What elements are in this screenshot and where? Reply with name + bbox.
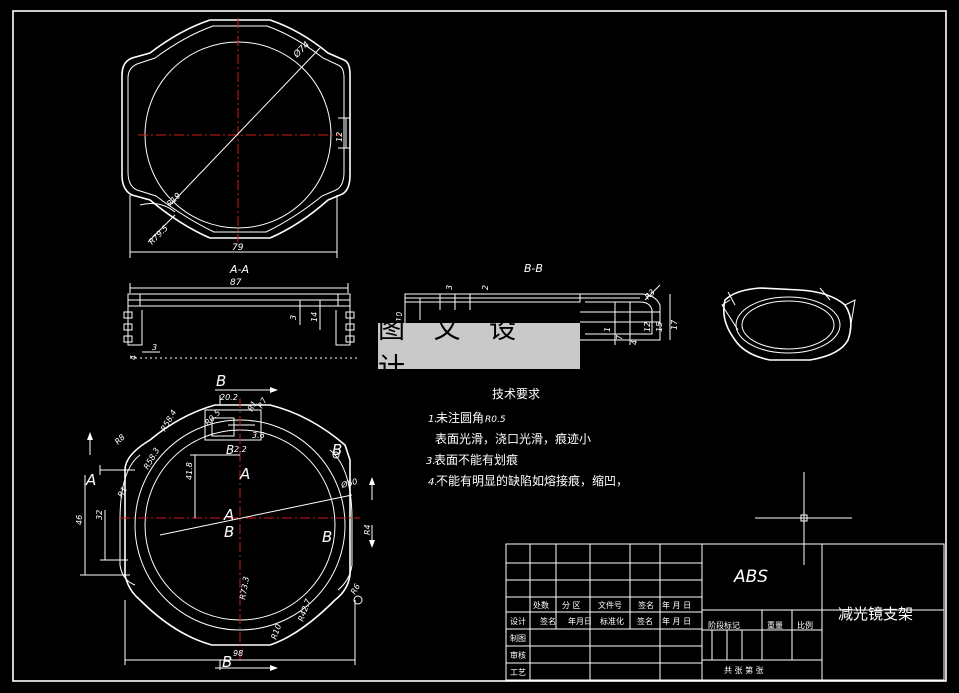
notes-title: 技术要求 — [492, 387, 540, 401]
section-a-mid-label: A — [239, 465, 250, 483]
note4-number: 4. — [428, 477, 438, 488]
part-name-label: 减光镜支架 — [838, 605, 913, 623]
bb-17-dim: 17 — [670, 319, 679, 330]
fv-46-dim: 46 — [75, 515, 84, 525]
aa-3b-dim: 3 — [152, 343, 157, 352]
bb-7-dim: 7 — [615, 334, 624, 340]
fv-o60-dim: Ø60 — [339, 476, 358, 490]
section-b-mid-label: B — [226, 443, 234, 457]
sheets-label: 共 张 第 张 — [724, 665, 764, 675]
note3-text: 表面不能有划痕 — [434, 452, 518, 467]
note1-value: R0.5 — [485, 415, 506, 425]
bb-2-dim: 2 — [481, 285, 490, 290]
section-b-bottom-label: B — [222, 653, 232, 671]
bb-4-dim: 4 — [630, 340, 639, 345]
crosshair-cursor-icon — [755, 472, 852, 565]
material-label: ABS — [733, 567, 768, 587]
technical-notes: 技术要求 1. 未注圆角 R0.5 表面光滑，浇口光滑，痕迹小 3. 表面不能有… — [426, 387, 628, 488]
bb-10-dim: 10 — [395, 312, 404, 322]
drawing-border — [12, 10, 947, 682]
front-view — [80, 387, 375, 671]
view-aa-label: A-A — [229, 263, 249, 276]
stage-mark-label: 阶段标记 — [708, 620, 740, 630]
fv-22-dim: 2.2 — [234, 445, 247, 454]
note1-number: 1. — [428, 414, 438, 425]
aa-14-dim: 14 — [310, 312, 319, 322]
row-standardize: 标准化 — [600, 616, 624, 626]
title-block: ABS 减光镜支架 处数 分 区 文件号 签名 年 月 日 设计 签名 年月日 … — [505, 543, 945, 681]
row-drawing: 制图 — [510, 633, 526, 643]
section-a-center-label: A — [223, 506, 234, 524]
fv-36-dim: 3.6 — [252, 431, 265, 440]
row-design: 设计 — [510, 616, 526, 626]
header-zone: 分 区 — [562, 601, 581, 610]
section-aa: 87 3 14 4 3 — [123, 278, 360, 360]
fv-r6-dim: R6 — [349, 582, 362, 596]
row-date: 年月日 — [568, 616, 592, 626]
fv-r4-dim: R4 — [363, 524, 372, 535]
fv-b1-dim: R1 — [116, 485, 129, 499]
section-a-left-label: A — [85, 471, 96, 489]
header-sign: 签名 — [638, 600, 654, 610]
view-bb-label: B-B — [524, 262, 543, 275]
fv-r8-dim: R8 — [113, 433, 127, 447]
row-review: 审核 — [510, 650, 526, 660]
aa-length-dim: 87 — [230, 278, 242, 288]
fv-98-dim: 98 — [233, 649, 243, 658]
row-date2: 年 月 日 — [662, 616, 691, 626]
fv-r427-dim: R42.7 — [296, 597, 313, 623]
section-b-right-top-label: B — [332, 441, 342, 459]
scale-label: 比例 — [797, 620, 813, 630]
bb-1-dim: 1 — [603, 327, 612, 332]
fv-r1-dim: R1 — [246, 399, 259, 413]
section-b-center-label: B — [224, 523, 234, 541]
weight-label: 重量 — [767, 620, 783, 630]
row-process: 工艺 — [510, 668, 526, 677]
top-right-dim: 12 — [335, 132, 344, 142]
isometric-view — [721, 287, 856, 361]
fv-r7-dim: R7 — [256, 395, 270, 410]
bb-3-dim: 3 — [445, 285, 454, 290]
header-count: 处数 — [533, 600, 549, 610]
fv-202-dim: 20.2 — [220, 393, 238, 402]
header-doc-no: 文件号 — [598, 600, 622, 610]
fv-r733-dim: R73.3 — [238, 576, 251, 601]
row-sign: 签名 — [540, 616, 556, 626]
note2-text: 表面光滑，浇口光滑，痕迹小 — [435, 431, 591, 446]
header-date: 年 月 日 — [662, 600, 691, 610]
top-radius-dim: R79.5 — [147, 224, 170, 247]
aa-4-dim: 4 — [129, 355, 138, 360]
note3-number: 3. — [426, 456, 436, 467]
top-diameter-dim: Ø74 — [291, 39, 313, 61]
bb-15-dim: 15 — [655, 322, 664, 332]
top-view: 79 Ø74 12 R79.5 R19 A-A — [121, 18, 351, 276]
watermark-overlay: 图 文 设 计 — [378, 314, 580, 384]
row-sign2: 签名 — [637, 616, 653, 626]
aa-3-dim: 3 — [289, 315, 298, 320]
fv-418-dim: 41.8 — [185, 462, 194, 480]
section-b-right-bottom-label: B — [322, 528, 332, 546]
top-width-dim: 79 — [232, 243, 244, 253]
note1-text: 未注圆角 — [436, 410, 484, 425]
top-radius2-dim: R19 — [165, 191, 183, 209]
section-b-top-label: B — [216, 372, 226, 390]
fv-r584-dim: R58.4 — [159, 408, 178, 433]
fv-32-dim: 32 — [95, 510, 104, 520]
note4-text: 不能有明显的缺陷如熔接痕，缩凹， — [436, 473, 628, 488]
bb-12-dim: 12 — [643, 322, 652, 332]
